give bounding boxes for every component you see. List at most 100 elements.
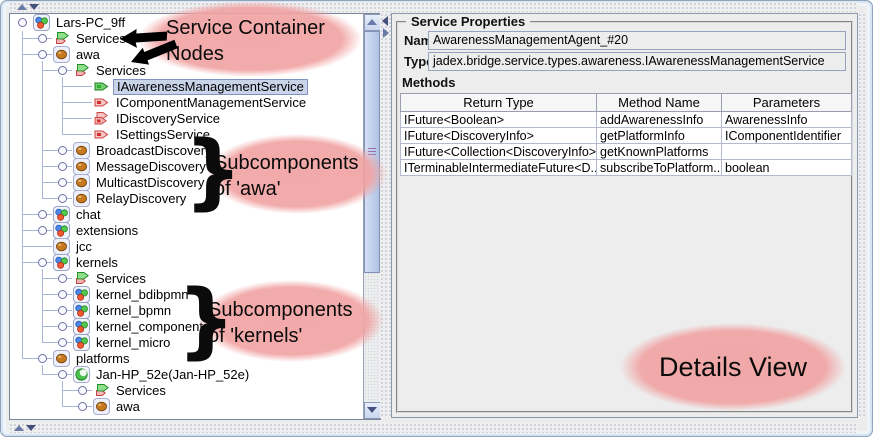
scroll-down-button[interactable] — [364, 402, 381, 419]
method-cell: IComponentIdentifier — [721, 127, 852, 144]
tree-node-label: Services — [96, 271, 146, 286]
tree-node-services[interactable]: Services — [10, 271, 364, 287]
component-icon — [73, 174, 90, 191]
tree-node-label: Services — [96, 63, 146, 78]
column-header-parameters[interactable]: Parameters — [721, 93, 852, 112]
tree-node-chat[interactable]: chat — [10, 206, 364, 223]
collapsed-handle-icon[interactable] — [58, 162, 67, 171]
tree-node-label: awa — [76, 47, 100, 62]
collapsed-handle-icon[interactable] — [58, 322, 67, 331]
divider-collapse-down-icon[interactable] — [26, 425, 36, 431]
top-split-divider[interactable] — [9, 2, 858, 12]
platform-container-icon — [73, 318, 90, 335]
divider-collapse-down-icon[interactable] — [29, 4, 39, 10]
collapsed-handle-icon[interactable] — [78, 386, 87, 395]
tree-node-label: chat — [76, 207, 101, 222]
tree-node-kernel-bdibpmn[interactable]: kernel_bdibpmn — [10, 286, 364, 303]
collapsed-handle-icon[interactable] — [58, 274, 67, 283]
tree-node-label: IComponentManagementService — [116, 95, 307, 110]
tree-node-icomponentmanagementservice[interactable]: IComponentManagementService — [10, 95, 364, 111]
method-row[interactable]: ITerminableIntermediateFuture<D...subscr… — [400, 159, 852, 176]
main-split-divider[interactable] — [380, 13, 391, 418]
method-cell: AwarenessInfo — [721, 111, 852, 128]
tree-connector-line — [42, 70, 72, 71]
expanded-handle-icon[interactable] — [58, 66, 67, 75]
platform-container-icon — [73, 302, 90, 319]
collapsed-handle-icon[interactable] — [38, 210, 47, 219]
tree-node-label: Jan-HP_52e(Jan-HP_52e) — [96, 367, 250, 382]
tree-node-kernel-micro[interactable]: kernel_micro — [10, 334, 364, 351]
divider-collapse-right-icon[interactable] — [383, 28, 389, 38]
method-row[interactable]: IFuture<Collection<DiscoveryInfo>>getKno… — [400, 143, 852, 160]
expanded-handle-icon[interactable] — [38, 258, 47, 267]
tree-node-iawarenessmanagementservice[interactable]: IAwarenessManagementService — [10, 79, 364, 95]
tree-node-label: Services — [76, 31, 126, 46]
divider-collapse-up-icon[interactable] — [14, 425, 24, 431]
expanded-handle-icon[interactable] — [38, 50, 47, 59]
divider-collapse-up-icon[interactable] — [17, 4, 27, 10]
tree-node-kernel-component[interactable]: kernel_component — [10, 318, 364, 335]
tree-node-label: Lars-PC_9ff — [56, 15, 126, 30]
tree-connector-line — [42, 182, 72, 183]
tree-node-kernel-bpmn[interactable]: kernel_bpmn — [10, 302, 364, 319]
expanded-handle-icon[interactable] — [18, 18, 27, 27]
right-split-divider[interactable] — [858, 13, 866, 418]
component-icon — [53, 46, 70, 63]
collapsed-handle-icon[interactable] — [58, 290, 67, 299]
tree-node-multicastdiscovery[interactable]: MulticastDiscovery — [10, 174, 364, 191]
expanded-handle-icon[interactable] — [58, 370, 67, 379]
collapsed-handle-icon[interactable] — [38, 226, 47, 235]
tree-node-platforms[interactable]: platforms — [10, 350, 364, 367]
service-red-icon — [93, 94, 110, 111]
tree-node-broadcastdiscovery[interactable]: BroadcastDiscovery — [10, 142, 364, 159]
tree-node-kernels[interactable]: kernels — [10, 254, 364, 271]
tree-node-awa[interactable]: awa — [10, 46, 364, 63]
collapsed-handle-icon[interactable] — [58, 338, 67, 347]
method-cell: ITerminableIntermediateFuture<D... — [400, 159, 597, 176]
bottom-split-divider[interactable] — [9, 423, 858, 433]
scrollbar-grip-icon — [368, 148, 376, 156]
tree-node-idiscoveryservice[interactable]: IDiscoveryService — [10, 111, 364, 127]
collapsed-handle-icon[interactable] — [78, 402, 87, 411]
collapsed-handle-icon[interactable] — [58, 194, 67, 203]
platform-container-icon — [73, 334, 90, 351]
component-icon — [73, 190, 90, 207]
column-header-method-name[interactable]: Method Name — [596, 93, 722, 112]
tree-node-jan-hp-52e-jan-hp-52e-[interactable]: Jan-HP_52e(Jan-HP_52e) — [10, 366, 364, 383]
tree-node-awa[interactable]: awa — [10, 398, 364, 415]
tree-node-label: jcc — [76, 239, 92, 254]
service-properties-group: Service Properties Name AwarenessManagem… — [396, 14, 853, 413]
tree-node-extensions[interactable]: extensions — [10, 222, 364, 239]
tree-node-label: platforms — [76, 351, 130, 366]
tree-node-lars-pc-9ff[interactable]: Lars-PC_9ff — [10, 14, 364, 31]
tree-node-services[interactable]: Services — [10, 31, 364, 47]
scrollbar-thumb[interactable] — [364, 31, 380, 273]
tree-connector-line — [22, 214, 52, 215]
collapsed-handle-icon[interactable] — [38, 34, 47, 43]
tree-node-services[interactable]: Services — [10, 383, 364, 399]
tree-connector-line — [22, 262, 52, 263]
tree-connector-line — [62, 406, 92, 407]
expanded-handle-icon[interactable] — [38, 354, 47, 363]
scroll-up-button[interactable] — [364, 14, 381, 31]
collapsed-handle-icon[interactable] — [58, 146, 67, 155]
column-header-return-type[interactable]: Return Type — [400, 93, 597, 112]
type-label: Type — [404, 54, 434, 69]
scroll-up-icon — [367, 19, 377, 25]
tree-node-messagediscovery[interactable]: MessageDiscovery — [10, 158, 364, 175]
collapsed-handle-icon[interactable] — [58, 306, 67, 315]
tree-node-relaydiscovery[interactable]: RelayDiscovery — [10, 190, 364, 207]
collapsed-handle-icon[interactable] — [58, 178, 67, 187]
tree-node-services[interactable]: Services — [10, 63, 364, 79]
tree-vertical-scrollbar[interactable] — [363, 14, 381, 419]
tree-node-label: IDiscoveryService — [116, 111, 221, 126]
tree-node-isettingsservice[interactable]: ISettingsService — [10, 127, 364, 143]
divider-collapse-left-icon[interactable] — [382, 16, 388, 26]
platform-container-icon — [53, 206, 70, 223]
method-cell — [721, 143, 852, 160]
tree-node-jcc[interactable]: jcc — [10, 238, 364, 255]
